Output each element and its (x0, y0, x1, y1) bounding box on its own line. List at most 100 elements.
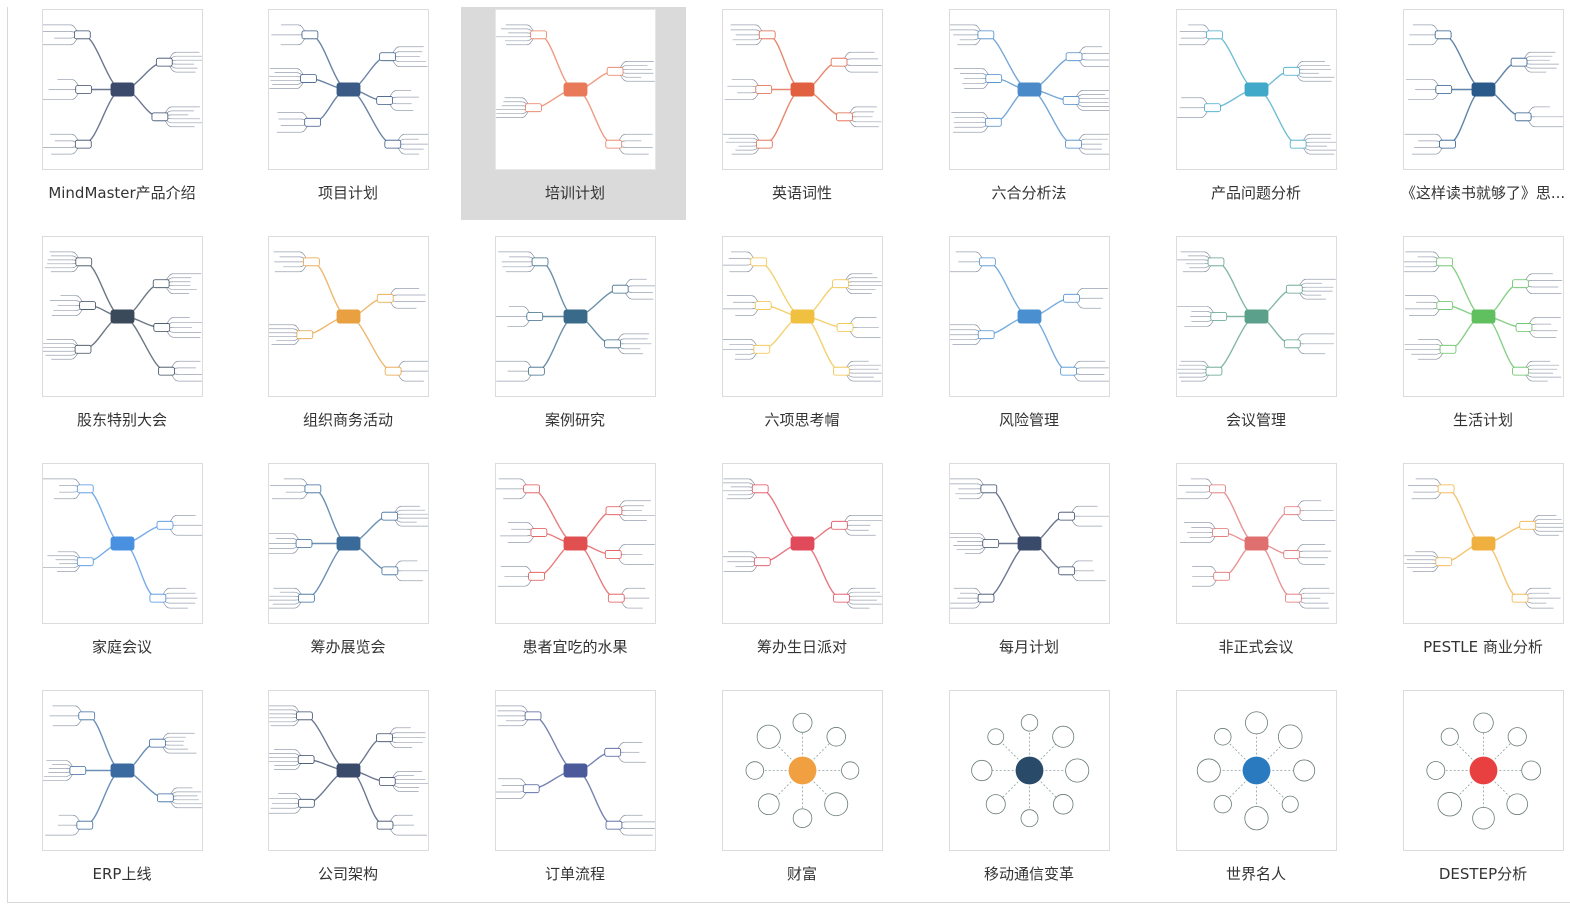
template-card[interactable]: 患者宜吃的水果 (461, 461, 686, 674)
template-label: 非正式会议 (1142, 636, 1370, 657)
template-label: ERP上线 (8, 863, 236, 884)
template-card[interactable]: DESTEP分析 (1369, 688, 1570, 901)
template-label: 移动通信变革 (915, 863, 1143, 884)
mindmap-preview (723, 691, 882, 850)
template-label: 每月计划 (915, 636, 1143, 657)
template-thumbnail (268, 9, 429, 170)
template-thumbnail (722, 9, 883, 170)
template-card[interactable]: 生活计划 (1369, 234, 1570, 447)
template-label: 公司架构 (234, 863, 462, 884)
template-label: 案例研究 (461, 409, 689, 430)
template-label: 六合分析法 (915, 182, 1143, 203)
template-card[interactable]: 世界名人 (1142, 688, 1367, 901)
template-label: 患者宜吃的水果 (461, 636, 689, 657)
mindmap-preview (950, 464, 1109, 623)
template-card[interactable]: 《这样读书就够了》思... (1369, 7, 1570, 220)
template-card[interactable]: 风险管理 (915, 234, 1140, 447)
template-thumbnail (495, 9, 656, 170)
template-card[interactable]: 筹办展览会 (234, 461, 459, 674)
template-label: 组织商务活动 (234, 409, 462, 430)
template-label: 订单流程 (461, 863, 689, 884)
mindmap-preview (1177, 691, 1336, 850)
template-card[interactable]: 筹办生日派对 (688, 461, 913, 674)
template-label: MindMaster产品介绍 (8, 182, 236, 203)
mindmap-preview (43, 10, 202, 169)
template-thumbnail (949, 9, 1110, 170)
mindmap-preview (496, 10, 655, 169)
template-thumbnail (495, 236, 656, 397)
mindmap-preview (496, 464, 655, 623)
template-thumbnail (722, 236, 883, 397)
template-thumbnail (42, 690, 203, 851)
template-thumbnail (495, 690, 656, 851)
template-card[interactable]: 英语词性 (688, 7, 913, 220)
template-card[interactable]: 六合分析法 (915, 7, 1140, 220)
template-label: 六项思考帽 (688, 409, 916, 430)
template-label: DESTEP分析 (1369, 863, 1570, 884)
template-label: 英语词性 (688, 182, 916, 203)
mindmap-preview (43, 237, 202, 396)
template-thumbnail (268, 463, 429, 624)
mindmap-preview (950, 237, 1109, 396)
template-card[interactable]: 组织商务活动 (234, 234, 459, 447)
template-thumbnail (949, 463, 1110, 624)
template-card[interactable]: ERP上线 (8, 688, 233, 901)
template-label: 《这样读书就够了》思... (1369, 182, 1570, 203)
template-card[interactable]: 家庭会议 (8, 461, 233, 674)
template-label: 筹办展览会 (234, 636, 462, 657)
template-card[interactable]: 股东特别大会 (8, 234, 233, 447)
template-thumbnail (1176, 236, 1337, 397)
mindmap-preview (269, 691, 428, 850)
template-thumbnail (268, 236, 429, 397)
mindmap-preview (496, 237, 655, 396)
template-label: 会议管理 (1142, 409, 1370, 430)
template-card[interactable]: 项目计划 (234, 7, 459, 220)
template-label: 筹办生日派对 (688, 636, 916, 657)
mindmap-preview (1404, 464, 1563, 623)
template-label: 家庭会议 (8, 636, 236, 657)
template-thumbnail (1403, 463, 1564, 624)
template-card[interactable]: 订单流程 (461, 688, 686, 901)
mindmap-preview (1404, 691, 1563, 850)
template-label: PESTLE 商业分析 (1369, 636, 1570, 657)
mindmap-preview (43, 464, 202, 623)
template-thumbnail (722, 463, 883, 624)
template-label: 培训计划 (461, 182, 689, 203)
mindmap-preview (1177, 10, 1336, 169)
template-thumbnail (42, 463, 203, 624)
mindmap-preview (1404, 237, 1563, 396)
mindmap-preview (43, 691, 202, 850)
mindmap-preview (1177, 237, 1336, 396)
mindmap-preview (269, 464, 428, 623)
template-label: 风险管理 (915, 409, 1143, 430)
template-card[interactable]: 会议管理 (1142, 234, 1367, 447)
template-gallery: MindMaster产品介绍项目计划培训计划英语词性六合分析法产品问题分析《这样… (7, 7, 1570, 903)
template-card[interactable]: 每月计划 (915, 461, 1140, 674)
template-card[interactable]: 六项思考帽 (688, 234, 913, 447)
template-card[interactable]: PESTLE 商业分析 (1369, 461, 1570, 674)
template-thumbnail (495, 463, 656, 624)
template-card[interactable]: 财富 (688, 688, 913, 901)
mindmap-preview (723, 464, 882, 623)
mindmap-preview (496, 691, 655, 850)
template-label: 财富 (688, 863, 916, 884)
template-thumbnail (42, 9, 203, 170)
mindmap-preview (1177, 464, 1336, 623)
template-label: 世界名人 (1142, 863, 1370, 884)
template-card[interactable]: 非正式会议 (1142, 461, 1367, 674)
template-thumbnail (42, 236, 203, 397)
template-card[interactable]: 移动通信变革 (915, 688, 1140, 901)
template-card[interactable]: MindMaster产品介绍 (8, 7, 233, 220)
template-label: 项目计划 (234, 182, 462, 203)
template-card[interactable]: 产品问题分析 (1142, 7, 1367, 220)
template-card[interactable]: 案例研究 (461, 234, 686, 447)
template-thumbnail (1403, 690, 1564, 851)
mindmap-preview (950, 691, 1109, 850)
template-thumbnail (949, 236, 1110, 397)
template-label: 股东特别大会 (8, 409, 236, 430)
mindmap-preview (950, 10, 1109, 169)
template-card[interactable]: 公司架构 (234, 688, 459, 901)
mindmap-preview (269, 237, 428, 396)
template-label: 生活计划 (1369, 409, 1570, 430)
template-card[interactable]: 培训计划 (461, 7, 686, 220)
